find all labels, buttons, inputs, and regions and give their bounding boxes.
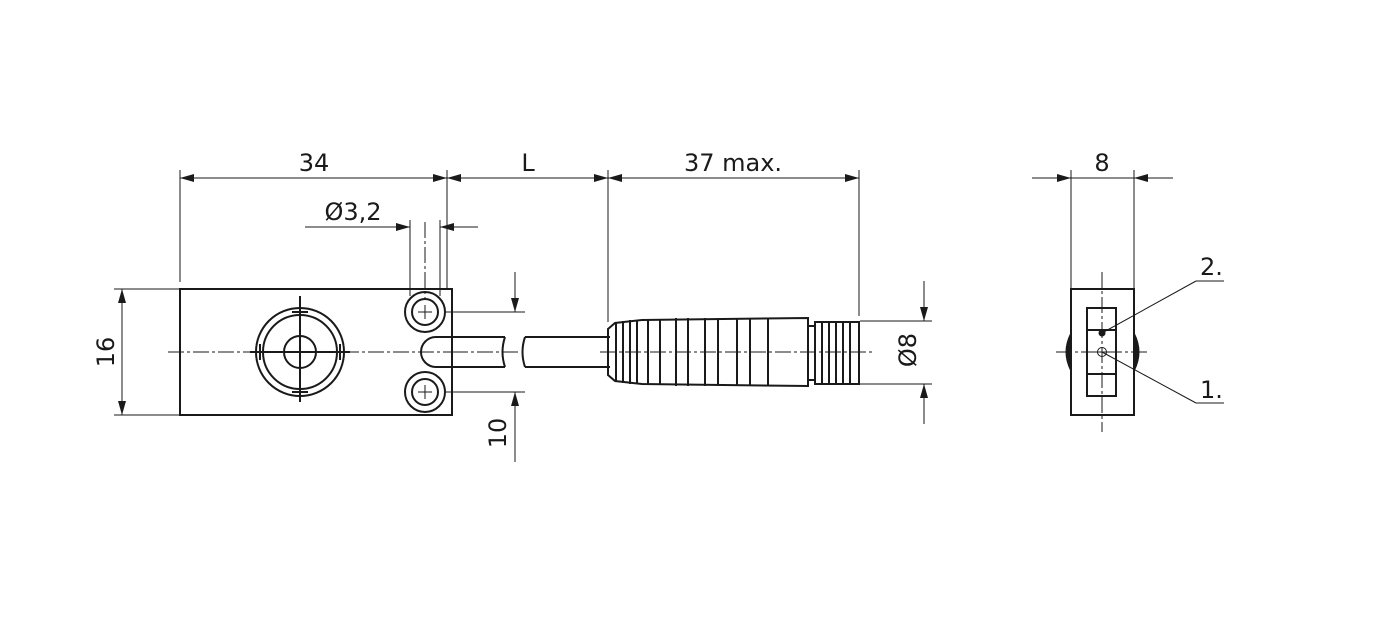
dim-label-L: L	[521, 149, 535, 177]
front-view: 34 L 37 max. Ø3,2 16 10	[92, 149, 932, 462]
dim-label-hole-spacing: 10	[484, 418, 512, 449]
callout-1: 1.	[1200, 376, 1223, 404]
callout-leaders	[1101, 280, 1224, 404]
dimension-hole-diameter	[305, 220, 478, 300]
mounting-hole-bottom	[404, 371, 446, 413]
dim-label-37max: 37 max.	[684, 149, 782, 177]
m8-connector	[600, 316, 872, 388]
dim-label-34: 34	[299, 149, 330, 177]
dimension-depth	[1032, 170, 1173, 289]
dim-label-height: 16	[92, 337, 120, 368]
dimension-connector-diameter	[860, 281, 932, 424]
side-view: 8 2. 1.	[1032, 149, 1224, 432]
dim-label-hole-diameter: Ø3,2	[324, 198, 381, 226]
dim-label-connector-diameter: Ø8	[894, 333, 922, 367]
dimension-horizontal-top	[179, 170, 860, 322]
dimension-height	[114, 288, 180, 416]
cable	[420, 336, 610, 368]
callout-2: 2.	[1200, 253, 1223, 281]
dim-label-depth: 8	[1094, 149, 1109, 177]
sensing-face-symbol	[250, 296, 350, 402]
dimension-hole-spacing	[445, 272, 525, 462]
